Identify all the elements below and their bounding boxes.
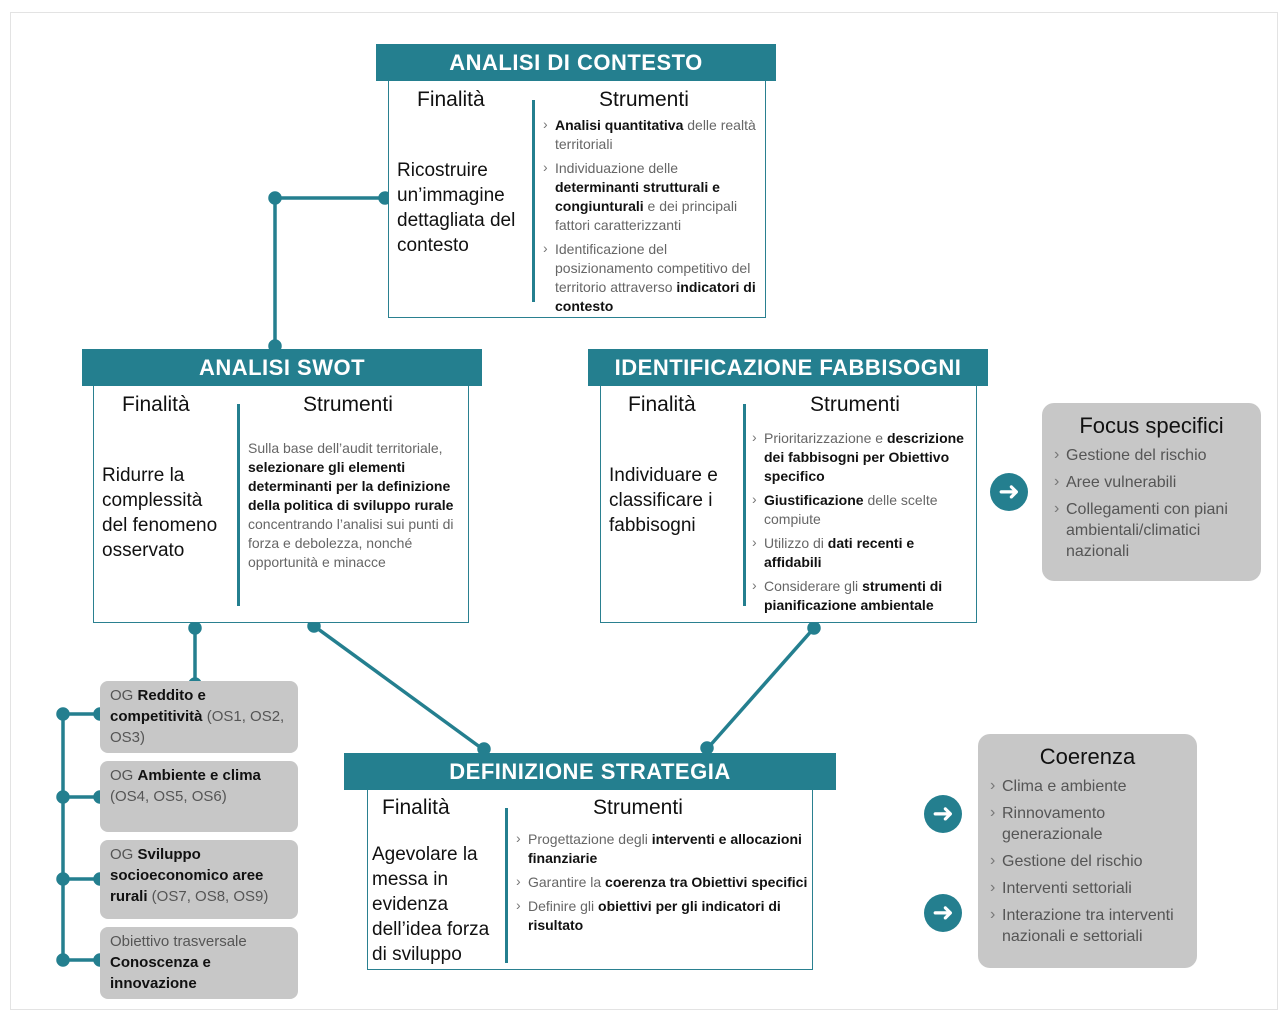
- diagram-frame: [10, 12, 1278, 1010]
- swot-finalita-label: Finalità: [122, 393, 190, 416]
- coerenza-item: Clima e ambiente: [990, 775, 1185, 797]
- contesto-divider: [532, 100, 535, 302]
- strategia-divider: [505, 808, 508, 963]
- contesto-tool: Identificazione del posizionamento compe…: [543, 239, 758, 316]
- swot-strumenti-label: Strumenti: [303, 393, 393, 416]
- contesto-tool: Analisi quantitativa delle realtà territ…: [543, 115, 758, 154]
- contesto-strumenti-label: Strumenti: [599, 88, 689, 111]
- fabbisogni-finalita-label: Finalità: [628, 393, 696, 416]
- strategia-tool: Definire gli obiettivi per gli indicator…: [516, 896, 808, 935]
- swot-divider: [237, 404, 240, 606]
- fabbisogni-divider: [743, 404, 746, 606]
- contesto-tool: Individuazione delle determinanti strutt…: [543, 158, 758, 235]
- strategia-tools: Progettazione degli interventi e allocaz…: [516, 829, 808, 940]
- fabbisogni-purpose: Individuare e classificare i fabbisogni: [609, 465, 718, 536]
- coerenza-panel: Coerenza Clima e ambiente Rinnovamento g…: [978, 734, 1197, 968]
- strategia-strumenti-label: Strumenti: [593, 796, 683, 819]
- focus-panel: Focus specifici Gestione del rischio Are…: [1042, 403, 1261, 581]
- contesto-tools: Analisi quantitativa delle realtà territ…: [543, 115, 758, 321]
- strategia-tool: Garantire la coerenza tra Obiettivi spec…: [516, 872, 808, 892]
- strategia-finalita-label: Finalità: [382, 796, 450, 819]
- focus-item: Collegamenti con piani ambientali/climat…: [1054, 498, 1249, 562]
- coerenza-item: Gestione del rischio: [990, 850, 1185, 872]
- arrow-right-circle-icon: ➜: [924, 795, 962, 833]
- swot-tools-text: Sulla base dell’audit territoriale, sele…: [248, 440, 454, 570]
- strategia-purpose: Agevolare la messa in evidenza dell’idea…: [372, 844, 490, 965]
- arrow-right-circle-icon: ➜: [990, 473, 1028, 511]
- objective-reddito: OG Reddito e competitività (OS1, OS2, OS…: [100, 681, 298, 753]
- arrow-right-circle-icon: ➜: [924, 894, 962, 932]
- strategia-tool: Progettazione degli interventi e allocaz…: [516, 829, 808, 868]
- contesto-header: ANALISI DI CONTESTO: [376, 44, 776, 81]
- coerenza-title: Coerenza: [1039, 744, 1136, 769]
- coerenza-item: Interazione tra interventi nazionali e s…: [990, 904, 1185, 947]
- coerenza-list: Clima e ambiente Rinnovamento generazion…: [990, 775, 1185, 947]
- contesto-purpose: Ricostruire un’immagine dettagliata del …: [397, 160, 516, 256]
- focus-title: Focus specifici: [1079, 413, 1224, 438]
- swot-box: [93, 385, 469, 623]
- coerenza-item: Rinnovamento generazionale: [990, 802, 1185, 845]
- objective-ambiente: OG Ambiente e clima (OS4, OS5, OS6): [100, 761, 298, 832]
- fabbisogni-strumenti-label: Strumenti: [810, 393, 900, 416]
- focus-item: Aree vulnerabili: [1054, 471, 1249, 493]
- contesto-finalita-label: Finalità: [417, 88, 485, 111]
- fabbisogni-tool: Considerare gli strumenti di pianificazi…: [752, 576, 970, 615]
- coerenza-item: Interventi settoriali: [990, 877, 1185, 899]
- fabbisogni-tool: Prioritarizzazione e descrizione dei fab…: [752, 428, 970, 486]
- strategia-header: DEFINIZIONE STRATEGIA: [344, 753, 836, 790]
- fabbisogni-tools: Prioritarizzazione e descrizione dei fab…: [752, 428, 970, 620]
- objective-trasversale: Obiettivo trasversale Conoscenza e innov…: [100, 927, 298, 999]
- fabbisogni-tool: Giustificazione delle scelte compiute: [752, 490, 970, 529]
- focus-item: Gestione del rischio: [1054, 444, 1249, 466]
- fabbisogni-header: IDENTIFICAZIONE FABBISOGNI: [588, 349, 988, 386]
- swot-purpose: Ridurre la complessità del fenomeno osse…: [102, 465, 218, 561]
- fabbisogni-tool: Utilizzo di dati recenti e affidabili: [752, 533, 970, 572]
- objective-sviluppo: OG Sviluppo socioeconomico aree rurali (…: [100, 840, 298, 919]
- swot-header: ANALISI SWOT: [82, 349, 482, 386]
- focus-list: Gestione del rischio Aree vulnerabili Co…: [1054, 444, 1249, 562]
